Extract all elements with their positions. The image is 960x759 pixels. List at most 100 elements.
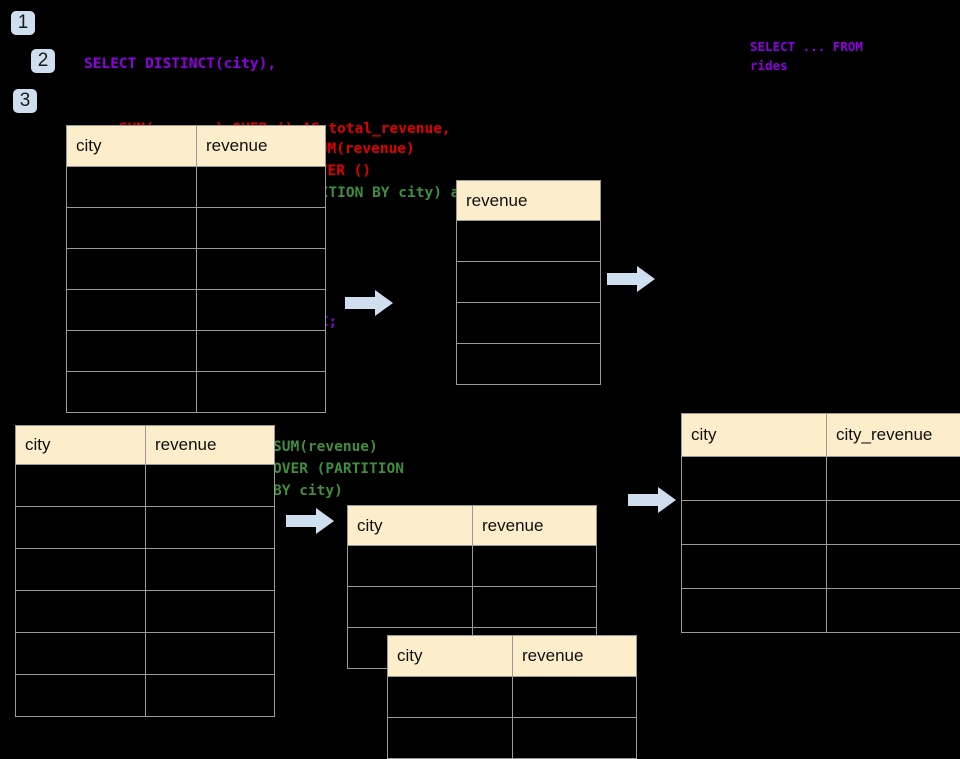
cell [473,546,597,587]
header-cell-city: city [682,414,827,457]
step-badge-3-label: 3 [20,90,31,111]
cell [146,507,275,549]
cell [16,675,146,717]
cell [827,589,960,633]
table-rides-source-bottom: city revenue [15,425,275,717]
cell [682,501,827,545]
step-badge-3[interactable]: 3 [13,89,37,113]
cell [457,221,601,262]
table-row [682,501,960,545]
arrow-top-left-icon [345,290,393,316]
cell [146,633,275,675]
cell [682,589,827,633]
header-cell-city: city [348,506,473,546]
header-cell-revenue: revenue [457,181,601,221]
cell [682,457,827,501]
cell [67,167,197,208]
table-row [682,545,960,589]
table-row [67,249,326,290]
cell [16,633,146,675]
table-row [16,507,275,549]
arrow-bottom-left-icon [286,508,334,534]
annotation-over-partition: SUM(revenue) OVER (PARTITION BY city) [273,436,404,502]
table-total-revenue: revenue [456,180,601,385]
cell [473,587,597,628]
table-row [388,718,637,759]
table-row [348,587,597,628]
header-cell-city: city [67,126,197,167]
header-cell-revenue: revenue [513,636,637,677]
cell [457,303,601,344]
table-rides-source-top: city revenue [66,125,326,413]
header-cell-revenue: revenue [473,506,597,546]
cell [16,465,146,507]
step-badge-1-label: 1 [18,12,29,33]
diagram-canvas: 1 2 3 SELECT DISTINCT(city), SUM(revenue… [0,0,960,720]
cell [388,677,513,718]
cell [457,262,601,303]
table-row [16,675,275,717]
step-badge-2-label: 2 [38,50,49,71]
table-header-row: city revenue [16,426,275,465]
table-row [457,303,601,344]
cell [457,344,601,385]
cell [146,549,275,591]
cell [146,591,275,633]
table-row [67,167,326,208]
cell [827,501,960,545]
select-from-rides-note: SELECT ... FROM rides [750,37,863,75]
cell [67,290,197,331]
table-header-row: city city_revenue [682,414,960,457]
table-header-row: revenue [457,181,601,221]
cell [67,249,197,290]
table-partition-group-front: city revenue [387,635,637,759]
cell [197,167,326,208]
header-cell-city: city [16,426,146,465]
table-row [457,344,601,385]
cell [197,249,326,290]
cell [16,549,146,591]
cell [146,465,275,507]
cell [146,675,275,717]
cell [513,677,637,718]
cell [16,507,146,549]
table-row [388,677,637,718]
header-cell-revenue: revenue [146,426,275,465]
table-row [16,465,275,507]
cell [513,718,637,759]
table-row [348,546,597,587]
table-row [67,331,326,372]
table-row [67,372,326,413]
cell [67,331,197,372]
sql-line-1: SELECT DISTINCT(city), [84,54,582,76]
table-header-row: city revenue [67,126,326,167]
cell [827,457,960,501]
header-cell-city: city [388,636,513,677]
cell [682,545,827,589]
cell [67,208,197,249]
cell [197,290,326,331]
table-header-row: city revenue [348,506,597,546]
table-header-row: city revenue [388,636,637,677]
header-cell-city-revenue: city_revenue [827,414,960,457]
cell [197,208,326,249]
table-row [682,589,960,633]
cell [197,372,326,413]
table-row [16,549,275,591]
table-row [682,457,960,501]
table-row [457,221,601,262]
step-badge-2[interactable]: 2 [31,49,55,73]
cell [197,331,326,372]
cell [67,372,197,413]
cell [16,591,146,633]
cell [348,546,473,587]
table-row [16,633,275,675]
table-row [16,591,275,633]
table-row [457,262,601,303]
table-final-result: city city_revenue [681,413,960,633]
arrow-top-right-icon [607,266,655,292]
table-row [67,208,326,249]
step-badge-1[interactable]: 1 [11,11,35,35]
arrow-bottom-right-icon [628,487,676,513]
cell [348,587,473,628]
